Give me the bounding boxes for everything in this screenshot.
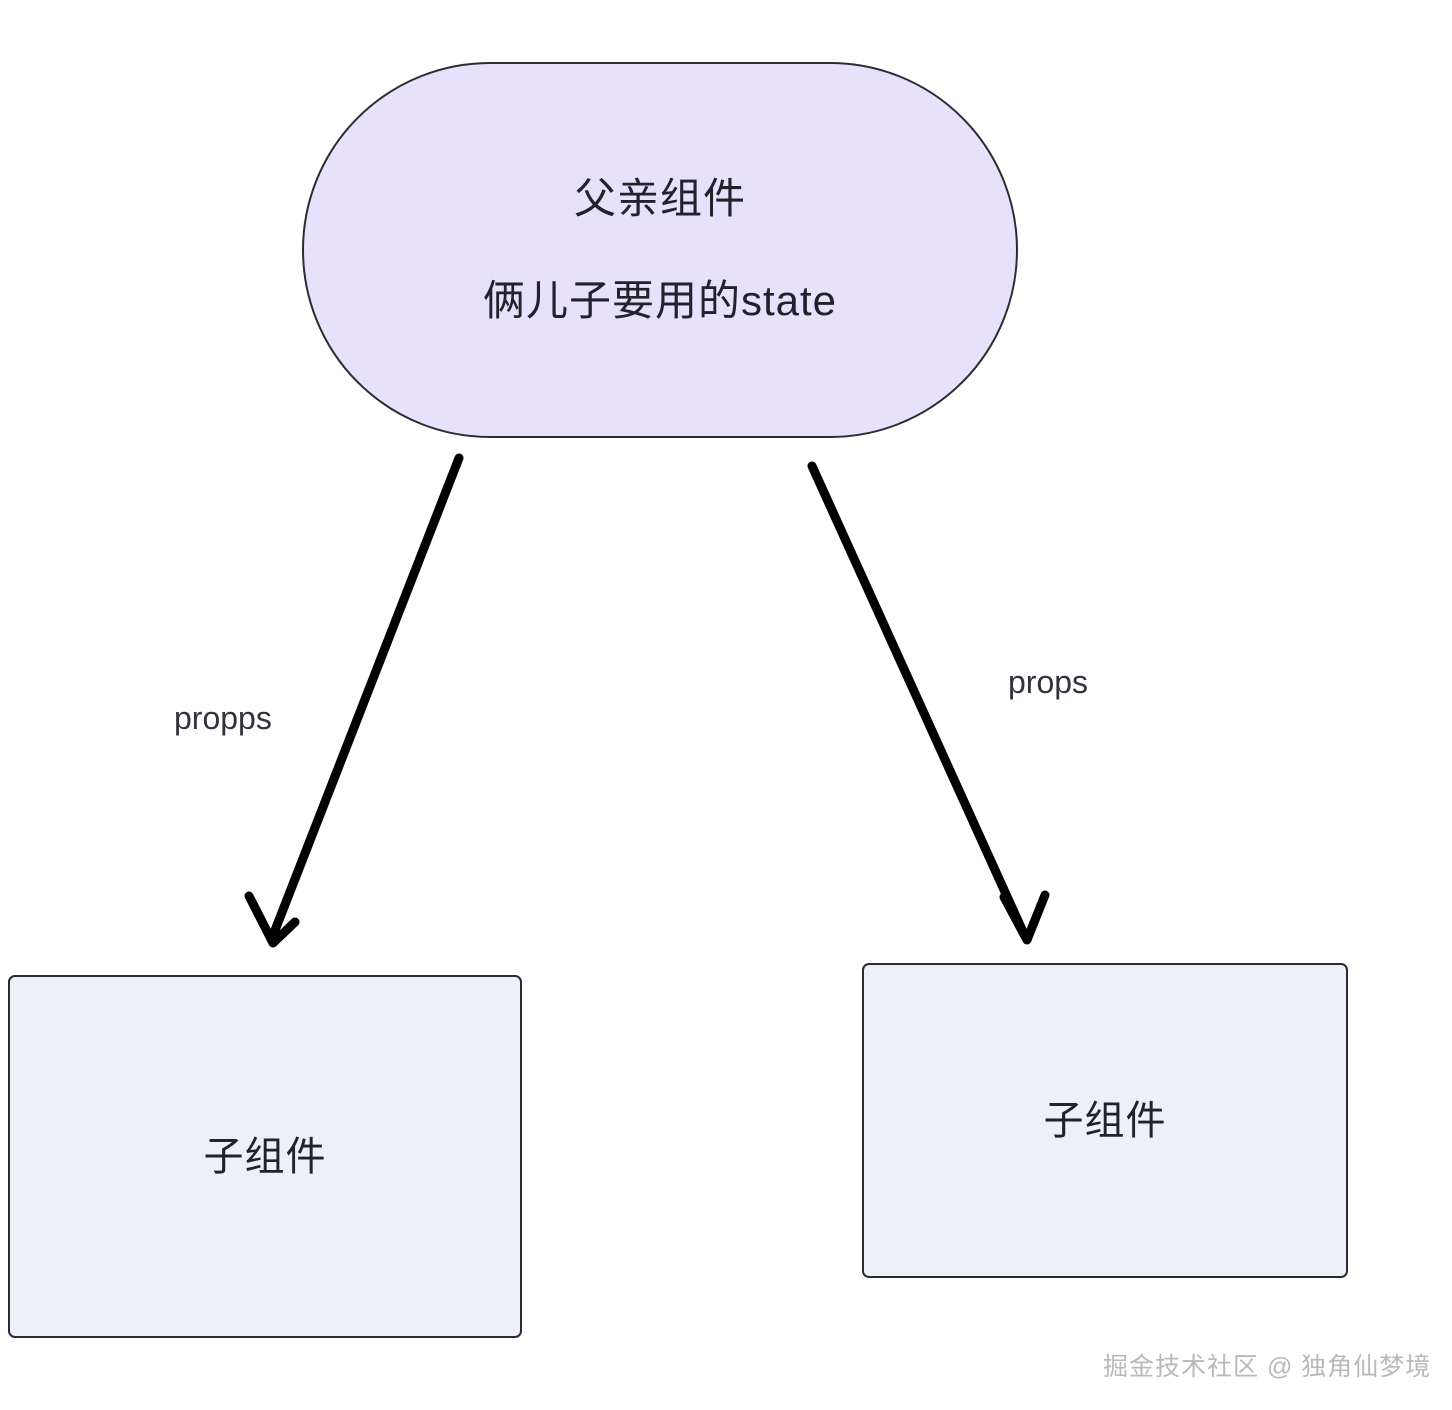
watermark-text: 掘金技术社区 @ 独角仙梦境: [1103, 1353, 1432, 1381]
node-child-left[interactable]: 子组件: [8, 975, 522, 1338]
node-parent-component[interactable]: 父亲组件 俩儿子要用的state: [302, 62, 1018, 438]
node-parent-subtitle: 俩儿子要用的state: [482, 277, 838, 324]
node-child-left-label: 子组件: [203, 1134, 327, 1179]
node-child-right[interactable]: 子组件: [862, 963, 1348, 1278]
edge-label-props: props: [1008, 664, 1089, 700]
edge-right-arrow: [807, 461, 1050, 945]
edge-label-propps: propps: [174, 700, 272, 736]
node-parent-title: 父亲组件: [573, 175, 746, 222]
node-child-right-label: 子组件: [1043, 1098, 1167, 1143]
edge-left-arrow: [244, 453, 464, 948]
